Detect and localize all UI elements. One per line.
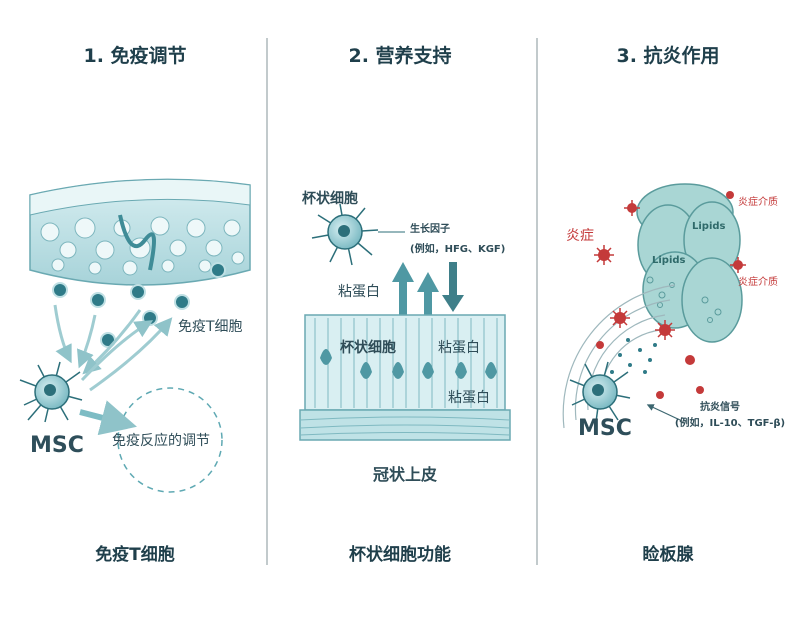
signal-label-line1: 抗炎信号	[700, 400, 740, 413]
t-cell-icon	[174, 294, 190, 310]
t-cell-icon	[130, 284, 146, 300]
msc-label-3: MSC	[578, 416, 632, 441]
signal-label-line2: (例如，IL-10、TGF-β)	[675, 416, 785, 429]
epithelium-block	[299, 314, 511, 441]
panel-2: 杯状细胞 生长因子 (例如，HFG、KGF) 粘蛋白	[299, 190, 511, 484]
mucin-right-label-1: 粘蛋白	[438, 340, 480, 356]
regulation-label: 免疫反应的调节	[112, 432, 210, 449]
panel-1: 免疫T细胞 MSC 免疫反应的调节	[19, 178, 251, 493]
goblet-cell-icon	[311, 203, 379, 266]
panel-title-2: 2. 营养支持	[348, 44, 451, 67]
mediator-label-top: 炎症介质	[738, 195, 778, 208]
panel-caption-1: 免疫T细胞	[95, 544, 175, 565]
lipids-label-1: Lipids	[692, 221, 726, 232]
t-cell-icon	[90, 292, 106, 308]
inflammation-label: 炎症	[566, 228, 594, 244]
growth-factor-line2: (例如，HFG、KGF)	[410, 242, 505, 255]
lipids-label-2: Lipids	[652, 255, 686, 266]
msc-cell-icon	[569, 361, 631, 423]
mediator-label-mid: 炎症介质	[738, 275, 778, 288]
panel-caption-3: 睑板腺	[643, 544, 695, 565]
up-arrow-icon	[392, 262, 414, 340]
panel-3: Lipids Lipids 炎症	[562, 183, 785, 441]
growth-factor-line1: 生长因子	[410, 222, 450, 235]
down-arrow-icon	[442, 262, 464, 312]
goblet-label-top: 杯状细胞	[302, 190, 358, 207]
t-cell-label: 免疫T细胞	[178, 319, 243, 335]
msc-cell-icon	[19, 361, 83, 423]
panel-title-3: 3. 抗炎作用	[616, 44, 719, 67]
epithelium-label: 冠状上皮	[373, 465, 437, 484]
tissue-block	[29, 178, 251, 286]
t-cell-icon	[210, 262, 226, 278]
mucin-left-label: 粘蛋白	[338, 284, 380, 300]
meibomian-gland	[636, 183, 743, 343]
msc-label-1: MSC	[30, 433, 84, 458]
goblet-label-mid: 杯状细胞	[340, 339, 396, 356]
panel-caption-2: 杯状细胞功能	[349, 544, 451, 565]
regulation-circle	[117, 387, 223, 493]
t-cell-icon	[52, 282, 68, 298]
mucin-right-label-2: 粘蛋白	[448, 390, 490, 406]
panel-title-1: 1. 免疫调节	[83, 44, 186, 67]
